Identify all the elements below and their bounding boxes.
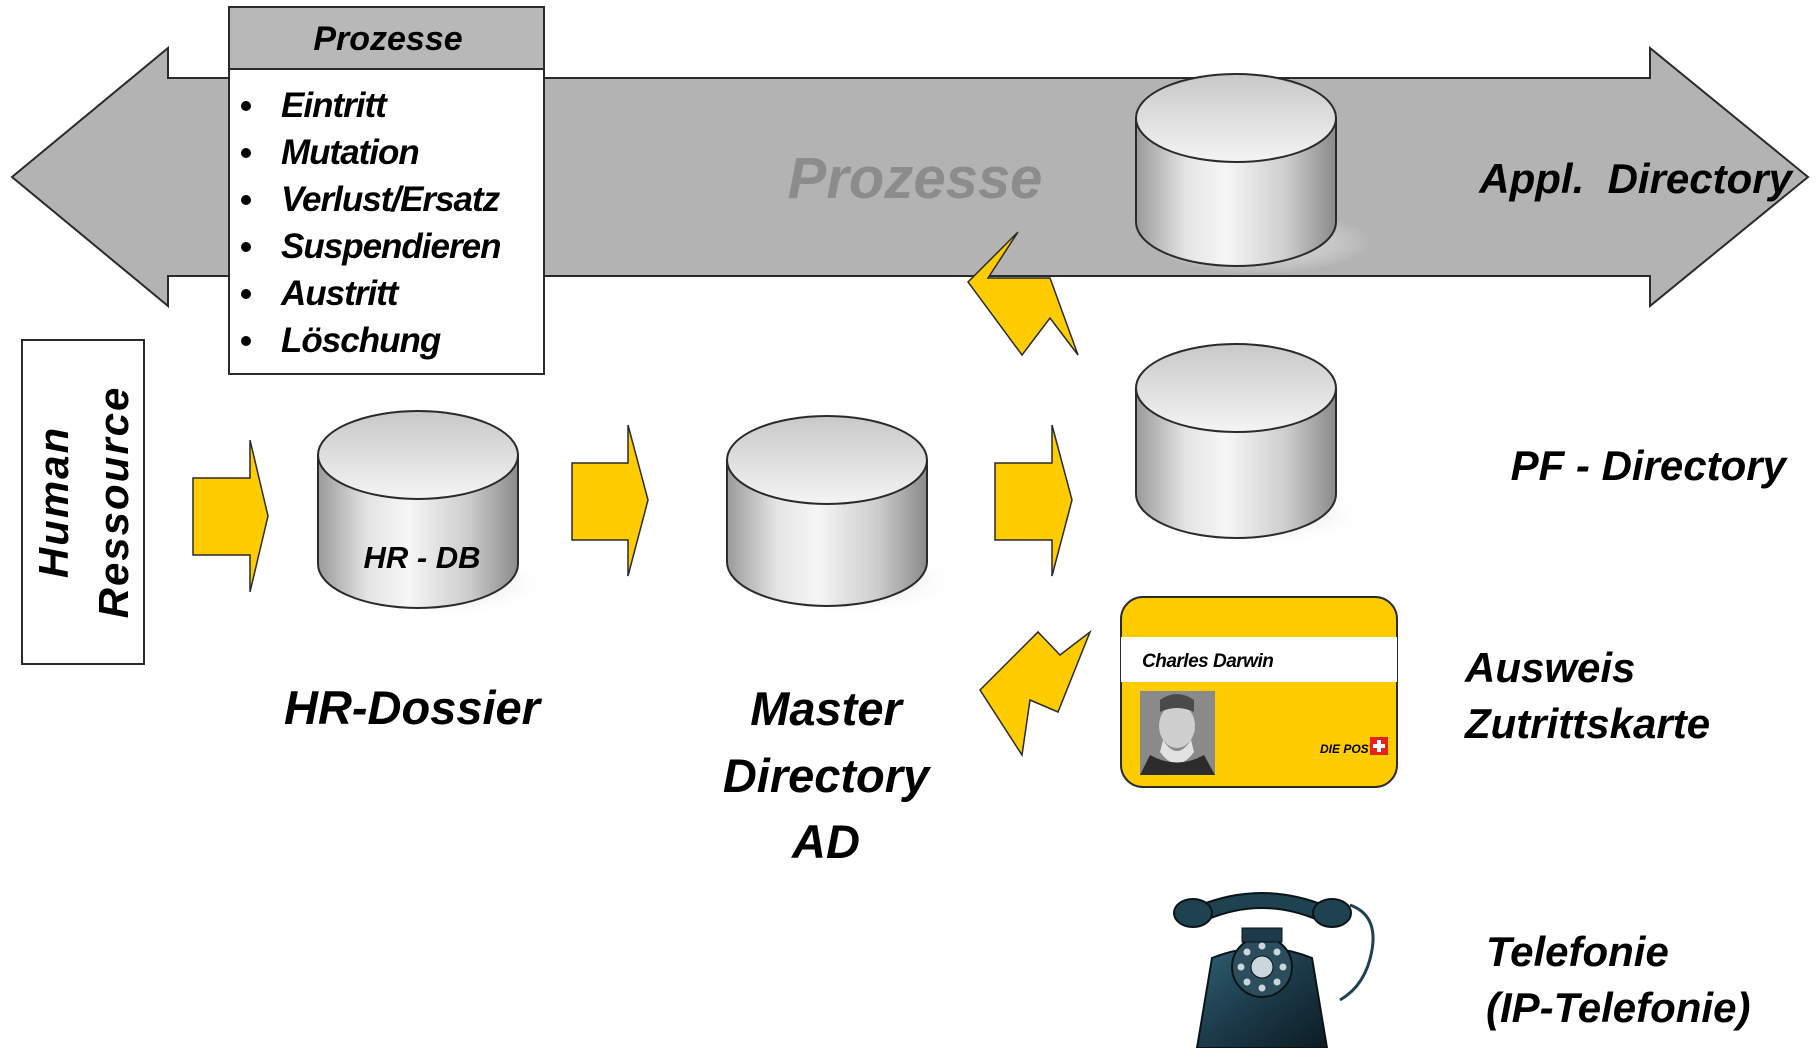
card-portrait bbox=[1140, 691, 1215, 775]
telephone-icon bbox=[1173, 892, 1375, 1048]
pf-directory-label: PF - Directory bbox=[1511, 442, 1789, 489]
bullet-icon bbox=[241, 336, 251, 346]
master-line3: AD bbox=[791, 815, 860, 868]
telefonie-line2: (IP-Telefonie) bbox=[1486, 984, 1750, 1031]
telefonie-line1: Telefonie bbox=[1486, 928, 1669, 975]
card-brand: DIE POST bbox=[1320, 742, 1378, 756]
arrow-hrdb-to-master bbox=[571, 424, 649, 577]
ausweis-line1: Ausweis bbox=[1464, 644, 1635, 691]
process-list-item: Eintritt bbox=[281, 86, 388, 125]
process-list-title: Prozesse bbox=[313, 20, 462, 58]
bullet-icon bbox=[241, 195, 251, 205]
hr-db-cylinder: HR - DB bbox=[317, 410, 556, 618]
ausweis-line2: Zutrittskarte bbox=[1464, 700, 1710, 747]
master-directory-cylinder bbox=[726, 415, 964, 616]
master-directory-caption: Master Directory AD bbox=[723, 682, 932, 868]
bullet-icon bbox=[241, 101, 251, 111]
appl-directory-cylinder bbox=[1135, 73, 1370, 274]
process-list-item: Austritt bbox=[280, 274, 400, 313]
bullet-icon bbox=[241, 242, 251, 252]
ausweis-caption: Ausweis Zutrittskarte bbox=[1464, 644, 1710, 747]
process-list-item: Löschung bbox=[281, 321, 441, 360]
card-holder-name: Charles Darwin bbox=[1142, 651, 1273, 672]
bullet-icon bbox=[241, 289, 251, 299]
process-list-item: Verlust/Ersatz bbox=[281, 180, 501, 219]
id-card: Charles Darwin DIE POST bbox=[1120, 596, 1398, 788]
process-list-items: EintrittMutationVerlust/ErsatzSuspendier… bbox=[241, 86, 502, 360]
post-logo: DIE POST bbox=[1320, 737, 1388, 756]
process-list-item: Suspendieren bbox=[281, 227, 500, 266]
pf-directory-cylinder bbox=[1135, 343, 1372, 547]
telefonie-caption: Telefonie (IP-Telefonie) bbox=[1486, 928, 1750, 1031]
master-line2: Directory bbox=[723, 749, 932, 802]
hr-db-label: HR - DB bbox=[363, 540, 480, 575]
arrow-to-appl-directory bbox=[967, 231, 1079, 357]
human-label: Human bbox=[30, 426, 77, 578]
process-list-box: Prozesse EintrittMutationVerlust/ErsatzS… bbox=[228, 6, 545, 375]
process-list-item: Mutation bbox=[281, 133, 419, 172]
hr-dossier-caption: HR-Dossier bbox=[284, 681, 543, 734]
ressource-label: Ressource bbox=[90, 386, 137, 619]
master-line1: Master bbox=[750, 682, 904, 735]
human-resource-box: Human Ressource bbox=[21, 339, 145, 665]
arrow-master-to-pf bbox=[994, 424, 1073, 577]
appl-directory-label: Appl. Directory bbox=[1478, 155, 1794, 202]
arrow-to-ausweis bbox=[979, 629, 1092, 758]
bullet-icon bbox=[241, 148, 251, 158]
flow-arrows bbox=[192, 231, 1092, 758]
band-label: Prozesse bbox=[788, 146, 1043, 211]
arrow-hr-to-hrdb bbox=[192, 439, 269, 593]
